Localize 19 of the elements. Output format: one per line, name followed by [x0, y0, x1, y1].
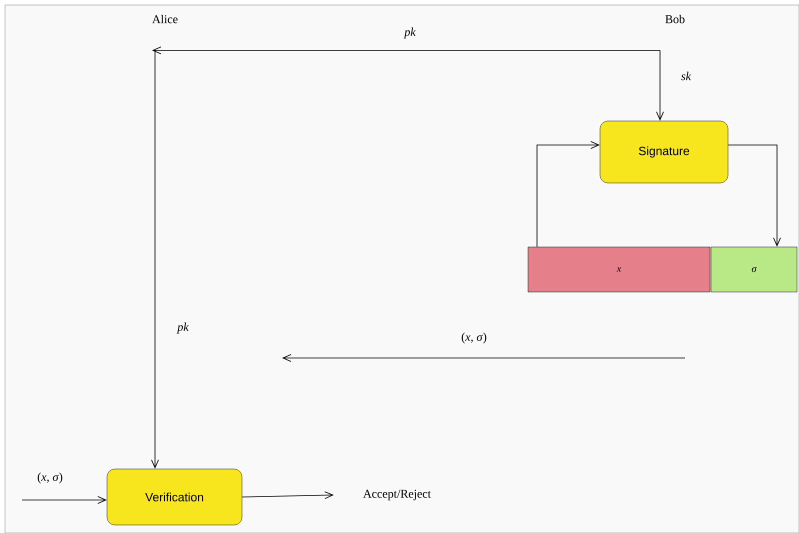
edge-label: pk	[404, 28, 416, 38]
arrow	[242, 491, 334, 500]
edge-label: sk	[681, 72, 692, 80]
actor-label: Alice	[152, 14, 178, 24]
signature-bar: σ	[710, 246, 798, 292]
result-label: Accept/Reject	[363, 490, 431, 500]
process-box: Verification	[106, 468, 242, 526]
arrow	[22, 496, 107, 504]
arrow	[152, 46, 660, 54]
arrow	[728, 144, 781, 247]
arrow	[656, 50, 664, 121]
message-label: (x, σ)	[462, 332, 486, 344]
actor-label: Bob	[665, 14, 685, 24]
edge-label: (x, σ)	[38, 472, 62, 484]
message-bar: x	[528, 246, 710, 292]
process-box: Signature	[600, 120, 728, 184]
arrow	[151, 50, 159, 469]
edge-label: pk	[176, 322, 189, 334]
arrow	[536, 141, 600, 248]
